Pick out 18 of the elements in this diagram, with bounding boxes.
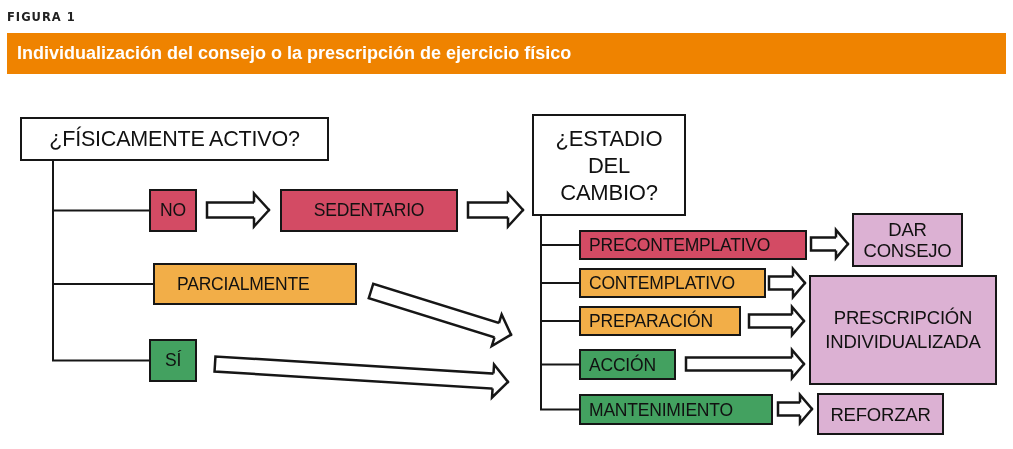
- connector-line: [540, 215, 580, 411]
- answer-box: SÍ: [149, 339, 197, 382]
- question-box: ¿FÍSICAMENTE ACTIVO?: [20, 117, 329, 161]
- status-box: SEDENTARIO: [280, 189, 458, 232]
- connector-line: [52, 160, 150, 362]
- question-box: ¿ESTADIO DEL CAMBIO?: [532, 114, 686, 216]
- stage-box: MANTENIMIENTO: [579, 394, 773, 425]
- title-banner: Individualización del consejo o la prescripción de ejercicio físico: [7, 33, 1006, 74]
- action-box: PRESCRIPCIÓN INDIVIDUALIZADA: [809, 275, 997, 385]
- figure-label: FIGURA 1: [7, 10, 76, 24]
- stage-box: PREPARACIÓN: [579, 306, 741, 336]
- answer-box: PARCIALMENTE: [153, 263, 357, 305]
- stage-box: PRECONTEMPLATIVO: [579, 230, 807, 260]
- stage-box: CONTEMPLATIVO: [579, 268, 766, 298]
- action-box: REFORZAR: [817, 393, 944, 435]
- action-box: DAR CONSEJO: [852, 213, 963, 267]
- answer-box: NO: [149, 189, 197, 232]
- stage-box: ACCIÓN: [579, 349, 676, 380]
